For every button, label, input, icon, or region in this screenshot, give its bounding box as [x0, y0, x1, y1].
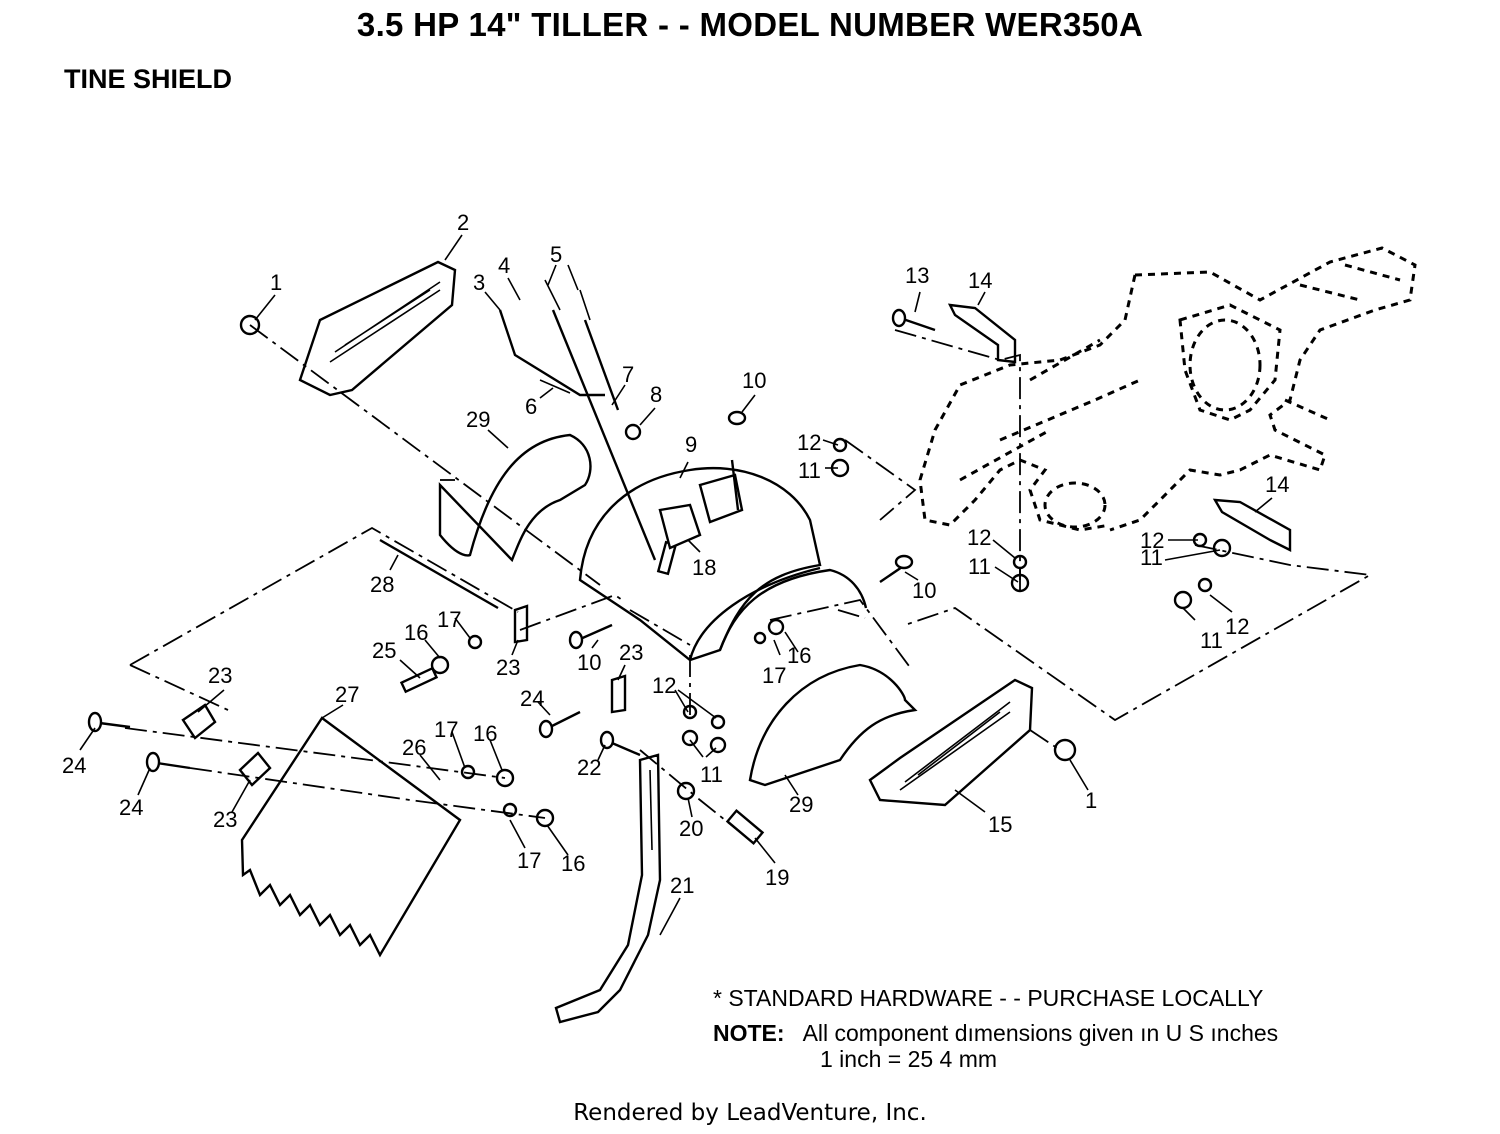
callout-16: 16 [473, 721, 497, 746]
unit-conversion-note: 1 inch = 25 4 mm [820, 1046, 998, 1072]
callout-17: 17 [437, 607, 461, 632]
callout-20: 20 [679, 816, 703, 841]
callout-12: 12 [1140, 528, 1164, 553]
callout-11: 11 [1200, 628, 1223, 653]
callout-9: 9 [685, 432, 697, 457]
callout-28: 28 [370, 572, 394, 597]
hardware-shapes [87, 279, 1232, 845]
callout-24: 24 [119, 795, 143, 820]
callout-15: 15 [988, 812, 1012, 837]
callout-22: 22 [577, 755, 601, 780]
callout-16: 16 [561, 851, 585, 876]
dimension-note: NOTE: All component dımensions given ın U… [713, 1020, 1278, 1047]
depth-stake [554, 753, 662, 1024]
callout-25: 25 [372, 638, 396, 663]
callout-6: 6 [525, 394, 537, 419]
callout-11: 11 [1140, 545, 1163, 570]
footer-credit: Rendered by LeadVenture, Inc. [573, 1100, 927, 1126]
inner-fender-left [438, 433, 592, 563]
callout-17: 17 [517, 848, 541, 873]
callout-16: 16 [404, 620, 428, 645]
callout-1: 1 [1085, 788, 1097, 813]
callout-13: 13 [905, 263, 929, 288]
hitch-pin [379, 538, 499, 610]
callout-5: 5 [550, 242, 562, 267]
callout-12: 12 [797, 430, 821, 455]
callout-29: 29 [789, 792, 813, 817]
side-plate-left [298, 260, 457, 397]
callout-3: 3 [473, 270, 485, 295]
callout-17: 17 [762, 663, 786, 688]
callout-26: 26 [402, 735, 426, 760]
callout-12: 12 [1225, 614, 1249, 639]
callout-18: 18 [692, 555, 716, 580]
tine-shield-housing [578, 466, 868, 662]
callout-11: 11 [968, 554, 991, 579]
callout-23: 23 [619, 640, 643, 665]
leader-lines [79, 234, 1273, 936]
rear-flap [240, 716, 462, 958]
callout-12: 12 [652, 673, 676, 698]
control-linkage [498, 309, 657, 561]
callout-14: 14 [968, 268, 992, 293]
callout-19: 19 [765, 865, 789, 890]
transmission-housing-outline [918, 246, 1417, 532]
callout-23: 23 [213, 807, 237, 832]
callout-16: 16 [787, 643, 811, 668]
callout-8: 8 [650, 382, 662, 407]
note-label: NOTE: [713, 1020, 785, 1046]
callout-2: 2 [457, 210, 469, 235]
side-plate-right [868, 678, 1034, 807]
callout-21: 21 [670, 873, 694, 898]
section-subtitle: TINE SHIELD [64, 64, 233, 94]
callout-11: 11 [700, 762, 723, 787]
diagram-title: 3.5 HP 14" TILLER - - MODEL NUMBER WER35… [356, 6, 1144, 43]
callout-numbers: 1 1 2 3 4 5 6 7 8 9 10 10 10 11 11 11 11… [62, 210, 1289, 898]
callout-24: 24 [62, 753, 86, 778]
callout-29: 29 [466, 407, 490, 432]
callout-10: 10 [577, 650, 601, 675]
inner-fender-right [748, 663, 918, 787]
standard-hardware-note: * STANDARD HARDWARE - - PURCHASE LOCALLY [713, 985, 1264, 1011]
callout-27: 27 [335, 682, 359, 707]
mount-bracket-lower [1212, 498, 1292, 552]
callout-12: 12 [967, 525, 991, 550]
callout-17: 17 [434, 717, 458, 742]
callout-7: 7 [622, 362, 634, 387]
callout-10: 10 [912, 578, 936, 603]
callout-24: 24 [520, 686, 544, 711]
mount-bracket-upper [947, 303, 1017, 364]
callout-4: 4 [498, 253, 510, 278]
note-text: All component dımensions given ın U S ın… [802, 1020, 1279, 1046]
callout-10: 10 [742, 368, 766, 393]
assembly-lines [124, 324, 1373, 841]
callout-11: 11 [798, 458, 821, 483]
callout-23: 23 [208, 663, 232, 688]
callout-14: 14 [1265, 472, 1289, 497]
callout-23: 23 [496, 655, 520, 680]
callout-1: 1 [270, 270, 282, 295]
